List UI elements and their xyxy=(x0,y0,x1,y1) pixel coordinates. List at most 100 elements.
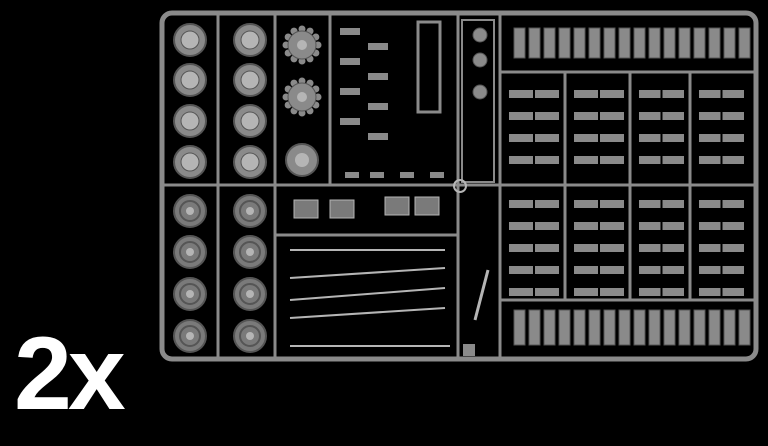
track-link-small xyxy=(574,222,598,230)
track-link-small xyxy=(574,134,598,142)
track-link-small xyxy=(639,90,661,98)
track-link-small xyxy=(662,112,684,120)
track-link-small xyxy=(509,288,533,296)
track-link xyxy=(633,309,646,346)
track-link-small xyxy=(535,90,559,98)
quantity-label: 2x xyxy=(14,316,126,432)
track-link-small xyxy=(600,200,624,208)
wheel-hub xyxy=(186,290,194,298)
track-link-small xyxy=(662,200,684,208)
track-link xyxy=(708,27,721,59)
small-part xyxy=(340,118,360,125)
track-link xyxy=(723,27,736,59)
track-link xyxy=(573,309,586,346)
wheel-hub xyxy=(246,332,254,340)
long-part xyxy=(461,19,495,183)
track-link-small xyxy=(639,288,661,296)
track-link-small xyxy=(509,90,533,98)
track-link-small xyxy=(574,90,598,98)
track-link-small xyxy=(662,222,684,230)
track-link-small xyxy=(600,112,624,120)
track-link-small xyxy=(600,222,624,230)
track-link-small xyxy=(699,266,721,274)
track-link-small xyxy=(722,244,744,252)
track-link xyxy=(678,309,691,346)
track-link-small xyxy=(535,200,559,208)
antenna-part xyxy=(473,269,490,321)
track-link-small xyxy=(600,90,624,98)
small-part xyxy=(370,172,384,178)
wheel-hub xyxy=(180,152,200,172)
track-link-small xyxy=(535,222,559,230)
sprocket-hub xyxy=(297,92,307,102)
track-link xyxy=(738,27,751,59)
track-link-small xyxy=(639,222,661,230)
wheel-ring xyxy=(239,200,261,222)
wheel-hub xyxy=(186,332,194,340)
sprue-parts xyxy=(173,19,751,356)
track-link xyxy=(513,309,526,346)
track-link-small xyxy=(639,200,661,208)
wheel-hub xyxy=(186,207,194,215)
track-link xyxy=(528,27,541,59)
track-link xyxy=(603,309,616,346)
track-link-small xyxy=(699,134,721,142)
small-wheel-part xyxy=(472,84,488,100)
wheel-hub xyxy=(180,30,200,50)
track-link-small xyxy=(639,244,661,252)
small-wheel-part xyxy=(472,27,488,43)
track-link xyxy=(633,27,646,59)
track-link-small xyxy=(535,112,559,120)
track-link-small xyxy=(574,156,598,164)
track-link-small xyxy=(509,266,533,274)
small-wheel-part xyxy=(472,52,488,68)
wheel-hub xyxy=(180,111,200,131)
wheel-ring xyxy=(179,283,201,305)
idler-hub xyxy=(295,153,309,167)
track-link-small xyxy=(662,90,684,98)
track-link xyxy=(558,27,571,59)
wheel-hub xyxy=(180,70,200,90)
small-part xyxy=(340,28,360,35)
wheel-hub xyxy=(246,207,254,215)
track-link-small xyxy=(662,288,684,296)
track-link-small xyxy=(722,156,744,164)
track-link-small xyxy=(639,156,661,164)
track-link xyxy=(543,27,556,59)
track-link-small xyxy=(699,90,721,98)
track-link xyxy=(588,309,601,346)
track-link xyxy=(618,27,631,59)
track-link xyxy=(543,309,556,346)
track-link-small xyxy=(509,134,533,142)
track-link-small xyxy=(662,134,684,142)
track-link-small xyxy=(639,112,661,120)
track-link-small xyxy=(699,288,721,296)
track-link xyxy=(513,27,526,59)
wheel-ring xyxy=(239,283,261,305)
wheel-ring xyxy=(239,325,261,347)
track-link xyxy=(588,27,601,59)
track-link xyxy=(723,309,736,346)
wheel-ring xyxy=(179,200,201,222)
small-part xyxy=(340,58,360,65)
small-part xyxy=(368,73,388,80)
track-link-small xyxy=(722,112,744,120)
track-link-small xyxy=(574,244,598,252)
sprue-tag xyxy=(463,344,475,356)
track-link-small xyxy=(722,90,744,98)
track-link xyxy=(708,309,721,346)
track-link xyxy=(573,27,586,59)
wheel-hub xyxy=(240,30,260,50)
small-part xyxy=(430,172,444,178)
track-link xyxy=(663,309,676,346)
small-part xyxy=(368,133,388,140)
track-link-small xyxy=(509,156,533,164)
wheel-ring xyxy=(239,241,261,263)
sprue-frame xyxy=(159,10,759,362)
track-link-small xyxy=(509,222,533,230)
small-part xyxy=(368,103,388,110)
track-link xyxy=(663,27,676,59)
wheel-hub xyxy=(240,111,260,131)
track-link-small xyxy=(535,288,559,296)
